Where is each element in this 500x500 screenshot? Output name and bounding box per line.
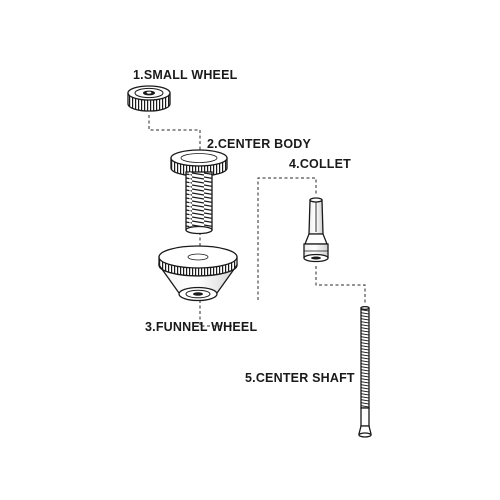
leader-center-shaft	[315, 266, 366, 305]
label-small-wheel: 1.SMALL WHEEL	[133, 68, 238, 82]
center-body-part	[170, 149, 228, 235]
label-center-shaft: 5.CENTER SHAFT	[245, 371, 355, 385]
funnel-wheel-part	[158, 245, 238, 302]
center-shaft-part	[358, 305, 372, 438]
label-collet: 4.COLLET	[289, 157, 351, 171]
collet-part	[303, 197, 329, 263]
label-center-body: 2.CENTER BODY	[207, 137, 311, 151]
small-wheel-part	[127, 85, 171, 112]
label-funnel-wheel: 3.FUNNEL WHEEL	[145, 320, 257, 334]
leader-lines	[148, 115, 366, 327]
leader-small-wheel	[148, 115, 201, 140]
leader-collet	[257, 177, 317, 300]
